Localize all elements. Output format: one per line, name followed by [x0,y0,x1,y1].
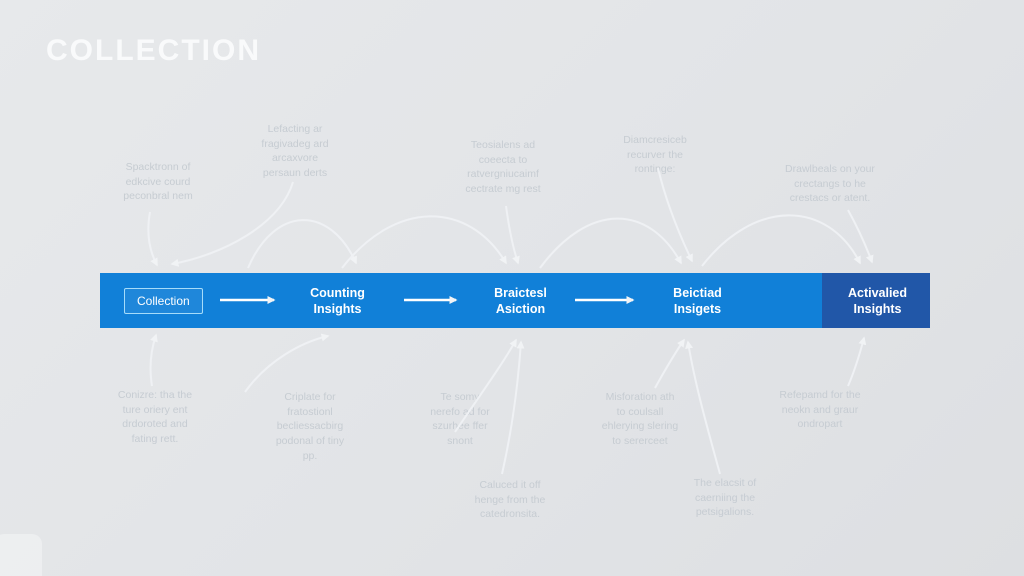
annotation-top-5: Drawlbeals on your crectangs to he crest… [785,163,875,205]
arrow-arc-3 [539,217,682,269]
annotation-lower-1: Caluced it off henge from the catedronsi… [474,479,546,521]
stage-activalied-insights: Activalied Insights [847,285,908,316]
stage-counting-insights: Counting Insights [310,285,365,316]
annotation-lower-2: The elacsit of caerniing the petsigalion… [693,477,757,519]
corner-decoration [0,534,42,576]
annotation-bottom-5: Refepamd for the neokn and graur ondropa… [779,389,861,431]
annotation-bottom-4: Misforation ath to coulsall ehlerying sl… [601,391,679,448]
arrow-arc-2 [341,215,507,269]
arrow-bottom-5 [847,336,867,387]
arrow-arc-1 [247,219,357,269]
arrow-arc-4 [701,214,861,267]
annotation-bottom-1: Conizre: tha the ture oriery ent drdorot… [117,389,193,446]
stage-collection: Collection [124,287,203,314]
arrow-top-4 [657,167,693,263]
annotation-top-4: Diamcresiceb recurver the rontinge: [623,134,687,176]
page-title: COLLECTION [46,34,261,67]
arrow-bottom-4 [654,338,685,389]
stage-beictiad-insigets: Beictiad Insigets [673,285,722,316]
timeline-final-segment [822,273,930,328]
arrow-top-3 [505,205,520,265]
arrow-top-5 [847,209,874,264]
annotation-top-1: Spacktronn of edkcive courd peconbral ne… [123,161,193,203]
arrow-bottom-1 [149,333,158,387]
arrow-top-1 [147,211,158,267]
annotation-top-3: Teosialens ad coeecta to ratvergniucaimf… [465,139,541,196]
annotation-bottom-3: Te somy nerefo ad for szurhee ffer snont [430,391,490,448]
timeline-bar: Collection Counting Insights Braictesl A… [100,273,930,328]
arrow-bottom-2 [244,333,330,393]
annotation-top-2: Lefacting ar fragivadeg ard arcaxvore pe… [261,123,329,180]
annotation-bottom-2: Criplate for fratostionl becliessacbirg … [275,391,345,462]
stage-braictesl-asiction: Braictesl Asiction [494,285,547,316]
